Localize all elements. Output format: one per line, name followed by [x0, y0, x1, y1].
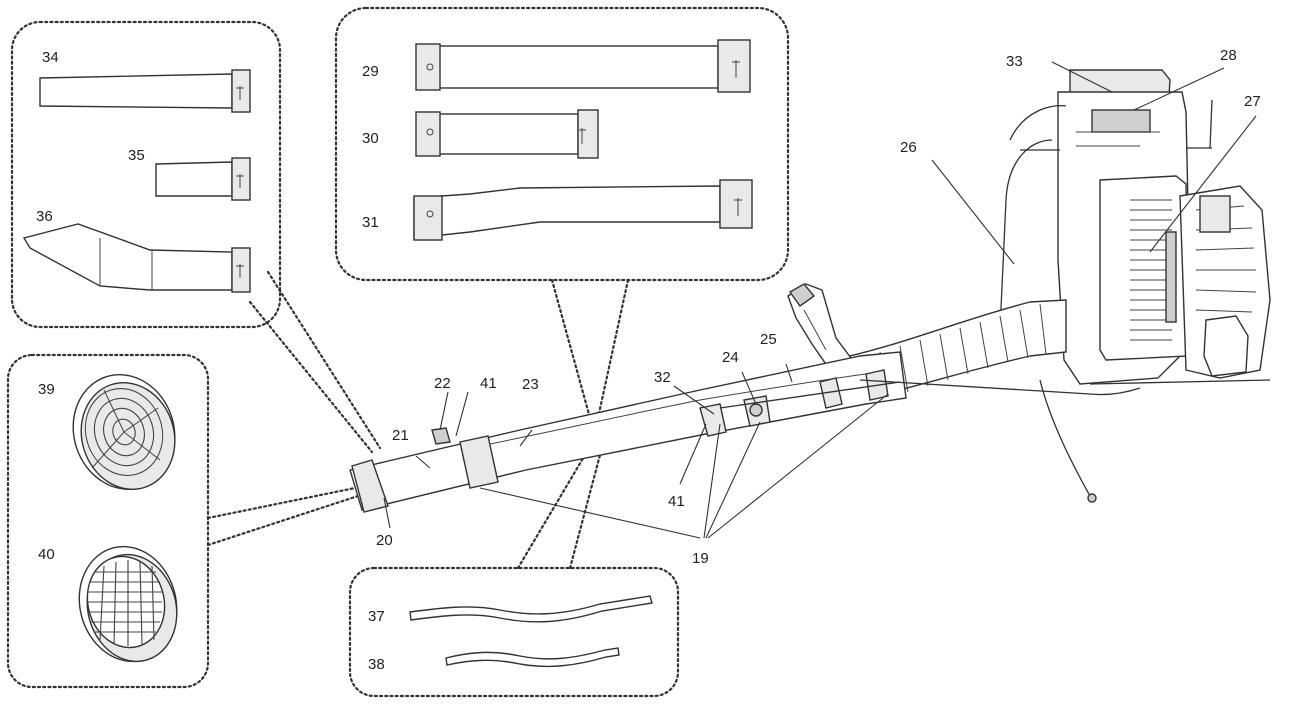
callout-22: 22 — [434, 375, 451, 392]
leader-33 — [1051, 61, 1113, 93]
callout-41-top: 41 — [480, 375, 497, 392]
callout-34: 34 — [42, 49, 59, 66]
callout-29: 29 — [362, 63, 379, 80]
callout-35: 35 — [128, 147, 145, 164]
callout-39: 39 — [38, 381, 55, 398]
callout-21: 21 — [392, 427, 409, 444]
leader-32 — [673, 385, 715, 415]
callout-36: 36 — [36, 208, 53, 225]
leader-21 — [415, 455, 431, 469]
cap-40 — [78, 545, 178, 663]
leader-23 — [519, 429, 533, 447]
pipe-31 — [413, 179, 753, 241]
callout-20: 20 — [376, 532, 393, 549]
box-nozzle-kit — [10, 20, 282, 329]
leader-20 — [383, 497, 391, 529]
cap-39 — [72, 374, 176, 490]
box-ties — [348, 566, 680, 698]
callout-37: 37 — [368, 608, 385, 625]
leader-24 — [741, 371, 757, 405]
connector-ties-1 — [516, 453, 587, 570]
main-blower-pipe — [349, 351, 1141, 513]
leader-22 — [439, 391, 449, 431]
pipe-29 — [415, 39, 751, 93]
nozzle-36 — [22, 223, 251, 293]
leader-26 — [931, 159, 1015, 265]
leader-27 — [1149, 115, 1257, 253]
callout-19: 19 — [692, 550, 709, 567]
callout-38: 38 — [368, 656, 385, 673]
leader-41b — [679, 423, 707, 485]
callout-30: 30 — [362, 130, 379, 147]
callout-41-bottom: 41 — [668, 493, 685, 510]
callout-32: 32 — [654, 369, 671, 386]
callout-33: 33 — [1006, 53, 1023, 70]
connector-pipes-2 — [596, 278, 630, 420]
leader-19 — [479, 393, 889, 539]
tie-37 — [409, 595, 653, 623]
nozzle-35 — [155, 157, 251, 201]
engine-backpack — [999, 69, 1271, 385]
callout-31: 31 — [362, 214, 379, 231]
connector-caps-2 — [206, 494, 360, 547]
callout-27: 27 — [1244, 93, 1261, 110]
connector-kit-2 — [248, 300, 374, 454]
box-nozzle-caps — [6, 353, 210, 689]
callout-24: 24 — [722, 349, 739, 366]
connector-kit-1 — [266, 270, 382, 450]
callout-23: 23 — [522, 376, 539, 393]
callout-26: 26 — [900, 139, 917, 156]
connector-pipes-1 — [550, 278, 592, 420]
leader-28 — [1133, 67, 1225, 111]
nozzle-34 — [39, 69, 251, 113]
callout-28: 28 — [1220, 47, 1237, 64]
throttle-handle — [787, 283, 856, 371]
callout-40: 40 — [38, 546, 55, 563]
pipe-30 — [415, 109, 599, 159]
callout-25: 25 — [760, 331, 777, 348]
leader-25 — [785, 363, 793, 383]
tie-38 — [445, 647, 620, 668]
leader-41a — [455, 391, 469, 437]
connector-caps-1 — [206, 486, 357, 520]
box-extension-pipes — [334, 6, 790, 282]
